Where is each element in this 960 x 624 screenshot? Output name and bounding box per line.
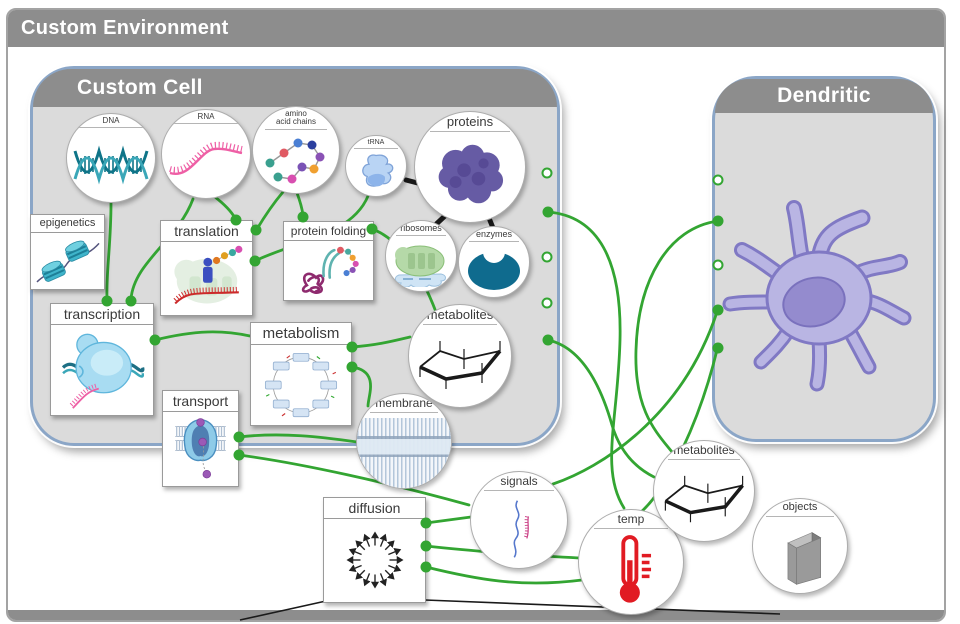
node-protein-folding[interactable]: protein folding (283, 221, 374, 301)
node-amino-label: amino acid chains (265, 107, 327, 130)
node-metabolism[interactable]: metabolism (250, 322, 352, 426)
amino-acid-chains-icon (253, 130, 339, 193)
dendritic-title: Dendritic (777, 84, 871, 107)
metabolism-icon (251, 345, 351, 425)
proteins-icon (415, 132, 525, 222)
rna-icon (162, 124, 250, 198)
dendritic-header[interactable]: Dendritic (715, 79, 933, 113)
node-metabolites-cell-label: metabolites (423, 305, 497, 325)
diffusion-icon (324, 519, 425, 602)
node-transcription[interactable]: transcription (50, 303, 154, 416)
translation-icon (161, 242, 252, 315)
node-temp[interactable]: temp (578, 509, 684, 615)
node-enzymes[interactable]: enzymes (458, 226, 530, 298)
transport-icon (163, 412, 238, 486)
node-trna[interactable]: tRNA (345, 135, 407, 197)
node-trna-label: tRNA (354, 136, 398, 150)
node-translation[interactable]: translation (160, 220, 253, 316)
node-diffusion[interactable]: diffusion (323, 497, 426, 603)
node-metabolism-label: metabolism (251, 323, 351, 345)
signals-icon (471, 491, 567, 568)
environment-bottom-border (8, 610, 944, 620)
environment-title: Custom Environment (21, 17, 229, 39)
node-rna[interactable]: RNA (161, 109, 251, 199)
environment-header[interactable]: Custom Environment (8, 10, 944, 47)
node-amino-acid-chains[interactable]: amino acid chains (252, 106, 340, 194)
node-objects-label: objects (766, 499, 834, 517)
dna-icon (67, 128, 155, 202)
node-proteins-label: proteins (430, 112, 510, 132)
node-protein-folding-label: protein folding (284, 222, 373, 241)
node-ribosomes[interactable]: ribosomes (385, 220, 457, 292)
node-transport[interactable]: transport (162, 390, 239, 487)
transcription-icon (51, 325, 153, 415)
metabolites-icon (409, 325, 511, 407)
node-rna-label: RNA (174, 110, 238, 125)
ribosomes-icon (386, 236, 456, 291)
node-dna[interactable]: DNA (66, 113, 156, 203)
node-epigenetics[interactable]: epigenetics (30, 214, 105, 290)
enzymes-icon (459, 242, 529, 297)
node-translation-label: translation (161, 221, 252, 242)
node-transport-label: transport (163, 391, 238, 412)
custom-cell-title: Custom Cell (77, 76, 203, 99)
epigenetics-icon (31, 233, 104, 289)
node-signals[interactable]: signals (470, 471, 568, 569)
node-objects[interactable]: objects (752, 498, 848, 594)
node-metabolites-env[interactable]: metabolites (653, 440, 755, 542)
node-transcription-label: transcription (51, 304, 153, 325)
node-temp-label: temp (593, 510, 669, 529)
node-membrane[interactable]: membrane (356, 393, 452, 489)
node-membrane-label: membrane (370, 394, 438, 413)
custom-cell-header[interactable]: Custom Cell (33, 69, 557, 107)
metabolites-icon (654, 460, 754, 541)
trna-icon (346, 149, 406, 196)
node-signals-label: signals (484, 472, 554, 491)
node-proteins[interactable]: proteins (414, 111, 526, 223)
node-epigenetics-label: epigenetics (31, 215, 104, 233)
node-dna-label: DNA (79, 114, 143, 129)
temp-icon (579, 529, 683, 614)
membrane-icon (357, 418, 451, 488)
protein-folding-icon (284, 241, 373, 300)
node-diffusion-label: diffusion (324, 498, 425, 519)
node-metabolites-cell[interactable]: metabolites (408, 304, 512, 408)
dendritic-panel[interactable]: Dendritic (712, 76, 936, 442)
objects-icon (753, 517, 847, 593)
